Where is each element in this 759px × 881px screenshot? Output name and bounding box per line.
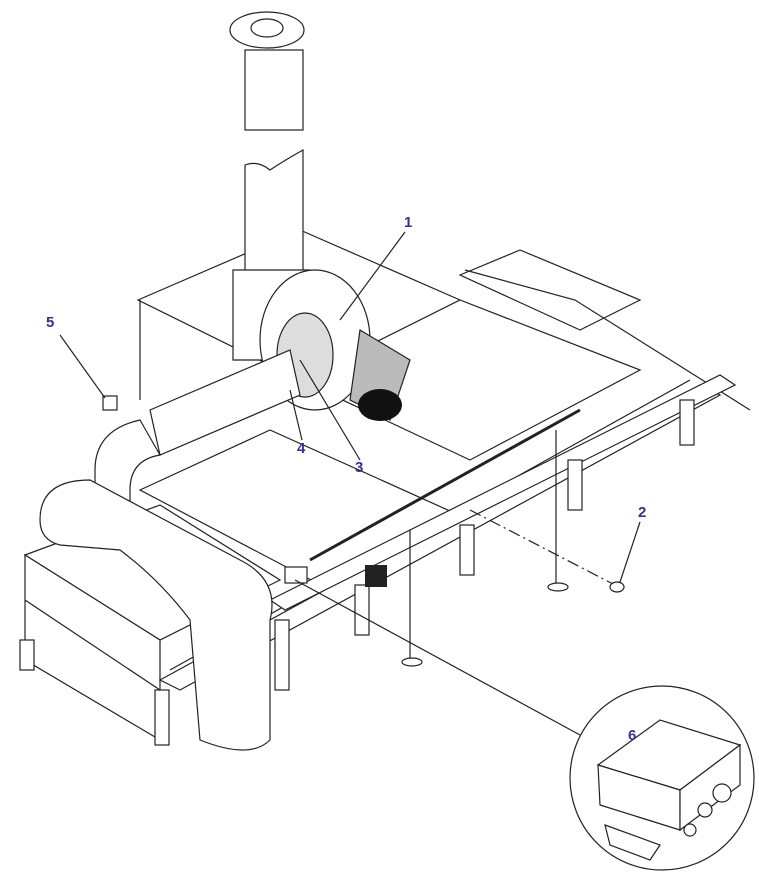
- callout-1: 1: [404, 214, 413, 231]
- table-frames: [23, 229, 751, 742]
- callout-5: 5: [46, 314, 55, 331]
- pipework: [284, 408, 625, 667]
- exhaust-duct: [39, 349, 301, 751]
- callout-6: 6: [628, 727, 637, 744]
- callout-4: 4: [297, 440, 306, 457]
- table-legs: [19, 399, 695, 746]
- leader-lines: [59, 231, 641, 736]
- callout-3: 3: [355, 459, 364, 476]
- callout-2: 2: [638, 504, 647, 521]
- detail-view-junction-box: [569, 685, 755, 871]
